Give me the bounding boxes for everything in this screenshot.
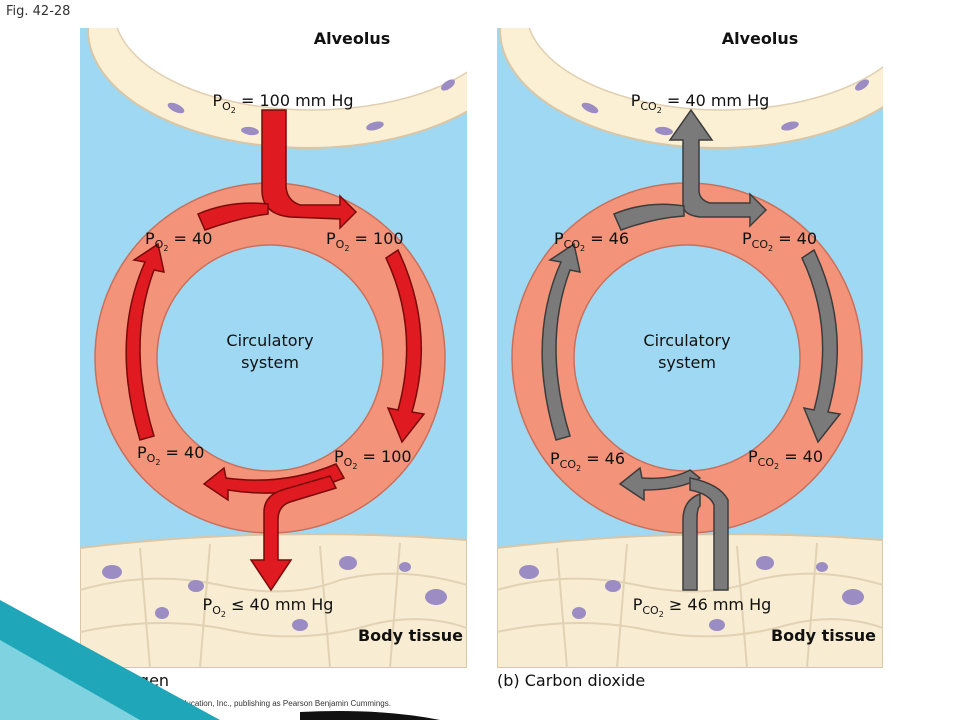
circulatory-label-line1: Circulatory [643,331,730,350]
arrow-blood-to-alveolus [668,108,768,228]
circulatory-label-line2: system [658,353,716,372]
circulatory-label-line1: Circulatory [226,331,313,350]
panel-caption-carbon-dioxide: (b) Carbon dioxide [497,671,645,690]
panel-oxygen: Alveolus PO2 = 100 mm Hg PO2 = 40 PO2 = … [80,28,467,690]
arrow-tissue-to-blood-branch [689,477,729,591]
arrow-top-left [197,202,269,231]
alveolus-air-space [116,28,467,111]
alveolus-cell-nuclei [581,79,869,136]
panel-carbon-dioxide: Alveolus PCO2 = 40 mm Hg PCO2 = 46 PCO2 … [497,28,883,690]
tissue-cell-borders [497,542,883,668]
co2-flow-arrows [541,108,842,591]
arrow-right-side [385,248,426,444]
figure-number: Fig. 42-28 [6,4,71,19]
arrow-top-left [613,203,685,231]
alveolus-label: Alveolus [314,29,391,48]
circulatory-label-line2: system [241,353,299,372]
arrow-right-side [801,248,842,444]
body-tissue-label: Body tissue [358,626,463,645]
copyright-notice: Copyright © 2008 Pearson Education, Inc.… [80,699,391,708]
tissue-cell-nuclei [519,556,864,631]
body-tissue-label: Body tissue [771,626,876,645]
arrow-left-side [125,242,165,441]
alveolus-air-space [528,28,883,111]
tissue-cell-nuclei [102,556,447,631]
alveolus-cell-nuclei [167,79,455,136]
arrow-blood-to-tissue [249,475,338,592]
arrow-bottom-left [618,466,702,502]
panel-caption-oxygen: (a) Oxygen [80,671,169,690]
oxygen-flow-arrows [125,109,426,592]
circulatory-ring-lumen [156,244,384,472]
alveolus-label: Alveolus [722,29,799,48]
arrow-left-side [541,242,581,441]
arrow-tissue-to-blood [682,492,701,591]
